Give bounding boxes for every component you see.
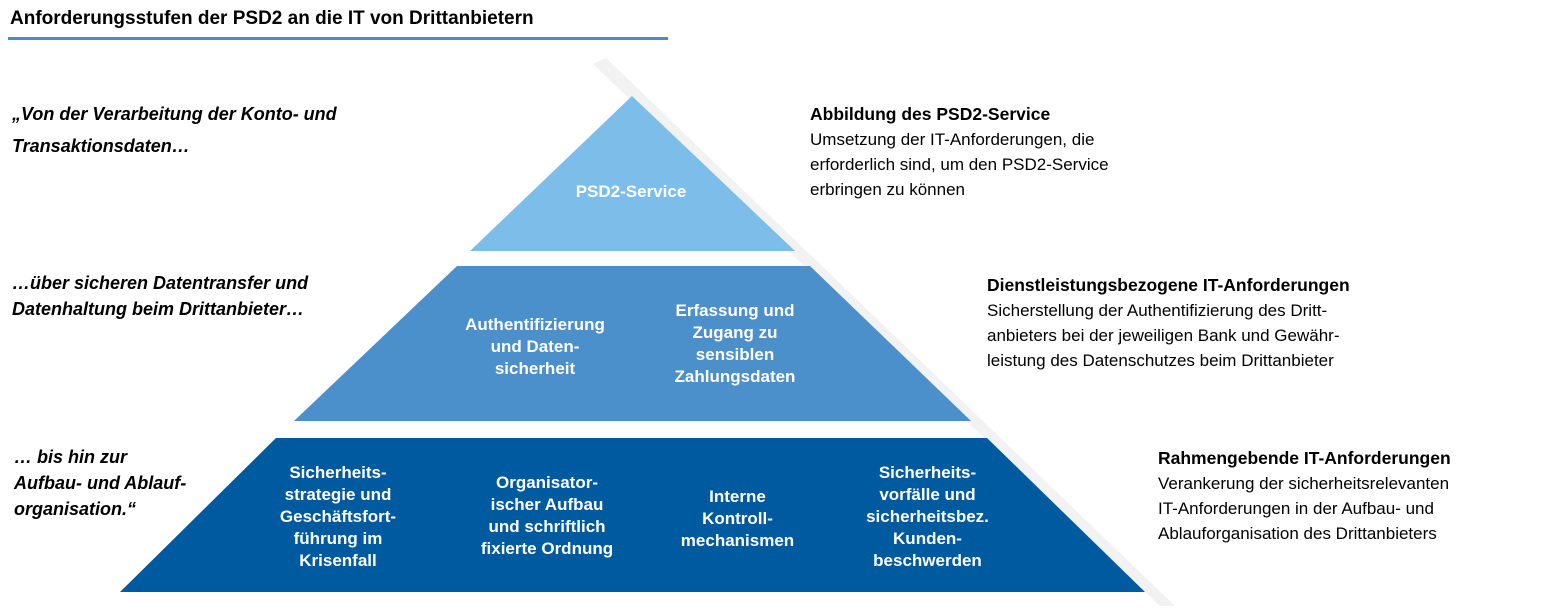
segment-line: vorfälle und xyxy=(879,485,976,504)
segment-line: Authentifizierung xyxy=(465,315,605,334)
description-line: Verankerung der sicherheitsrelevanten xyxy=(1158,474,1450,493)
segment-line: Krisenfall xyxy=(299,551,377,570)
description-line: erforderlich sind, um den PSD2-Service xyxy=(810,155,1109,174)
pyramid-shadow xyxy=(593,58,1175,606)
description-line: IT-Anforderungen in der Aufbau- und xyxy=(1158,499,1434,518)
quote-line: organisation.“ xyxy=(14,499,137,519)
page-title: Anforderungsstufen der PSD2 an die IT vo… xyxy=(10,8,534,29)
quote-line: Aufbau- und Ablauf- xyxy=(14,473,187,493)
quote-line: …über sicheren Datentransfer und xyxy=(12,273,309,293)
title-underline xyxy=(8,37,668,40)
segment-line: Erfassung und xyxy=(675,301,795,320)
segment-line: beschwerden xyxy=(873,551,982,570)
tier-top xyxy=(470,96,795,251)
segment-line: Sicherheits- xyxy=(289,463,387,482)
description-top: Abbildung des PSD2-Service Umsetzung der… xyxy=(810,102,1109,202)
tier-middle xyxy=(294,266,971,421)
quote-line: „Von der Verarbeitung der Konto- und xyxy=(12,104,337,124)
segment-line: fixierte Ordnung xyxy=(480,539,614,558)
middle-segment-1: Authentifizierung und Daten- sicherheit xyxy=(445,314,625,380)
segment-line: Interne xyxy=(709,487,766,506)
segment-line: sensiblen xyxy=(695,345,775,364)
segment-line: Zugang zu xyxy=(692,323,778,342)
description-line: Sicherstellung der Authentifizierung des… xyxy=(987,301,1328,320)
bottom-segment-4: Sicherheits- vorfälle und sicherheitsbez… xyxy=(850,462,1005,572)
description-line: anbieters bei der jeweiligen Bank und Ge… xyxy=(987,326,1340,345)
segment-line: und Daten- xyxy=(490,337,580,356)
quote-bottom: … bis hin zur Aufbau- und Ablauf- organi… xyxy=(14,444,186,522)
bottom-segment-2: Organisator- ischer Aufbau und schriftli… xyxy=(462,472,632,560)
quote-line: Transaktionsdaten… xyxy=(12,136,190,156)
segment-line: mechanismen xyxy=(680,531,795,550)
description-heading: Abbildung des PSD2-Service xyxy=(810,104,1051,124)
segment-line: PSD2-Service xyxy=(575,182,687,201)
middle-segment-2: Erfassung und Zugang zu sensiblen Zahlun… xyxy=(650,300,820,388)
quote-middle: …über sicheren Datentransfer und Datenha… xyxy=(12,270,308,322)
segment-line: Kunden- xyxy=(893,529,962,548)
description-heading: Rahmengebende IT-Anforderungen xyxy=(1158,448,1451,468)
tier-top-label: PSD2-Service xyxy=(540,181,722,203)
segment-line: sicherheit xyxy=(494,359,576,378)
segment-line: und schriftlich xyxy=(488,517,606,536)
segment-line: strategie und xyxy=(284,485,392,504)
description-middle: Dienstleistungsbezogene IT-Anforderungen… xyxy=(987,273,1350,373)
description-line: Ablauforganisation des Drittanbieters xyxy=(1158,524,1437,543)
bottom-segment-1: Sicherheits- strategie und Geschäftsfort… xyxy=(258,462,418,572)
description-bottom: Rahmengebende IT-Anforderungen Verankeru… xyxy=(1158,446,1451,546)
description-line: leistung des Datenschutzes beim Drittanb… xyxy=(987,351,1334,370)
segment-line: Organisator- xyxy=(495,473,599,492)
segment-line: Geschäftsfort- xyxy=(279,507,397,526)
quote-line: Datenhaltung beim Drittanbieter… xyxy=(12,299,305,319)
segment-line: sicherheitsbez. xyxy=(866,507,989,526)
segment-line: Zahlungsdaten xyxy=(674,367,796,386)
segment-line: Kontroll- xyxy=(702,509,773,528)
description-heading: Dienstleistungsbezogene IT-Anforderungen xyxy=(987,275,1350,295)
description-line: Umsetzung der IT-Anforderungen, die xyxy=(810,130,1095,149)
tier-bottom xyxy=(120,438,1145,592)
quote-top: „Von der Verarbeitung der Konto- und Tra… xyxy=(12,98,337,162)
bottom-segment-3: Interne Kontroll- mechanismen xyxy=(660,486,815,552)
segment-line: führung im xyxy=(293,529,383,548)
quote-line: … bis hin zur xyxy=(14,447,128,467)
description-line: erbringen zu können xyxy=(810,180,966,199)
segment-line: ischer Aufbau xyxy=(490,495,604,514)
segment-line: Sicherheits- xyxy=(878,463,977,482)
